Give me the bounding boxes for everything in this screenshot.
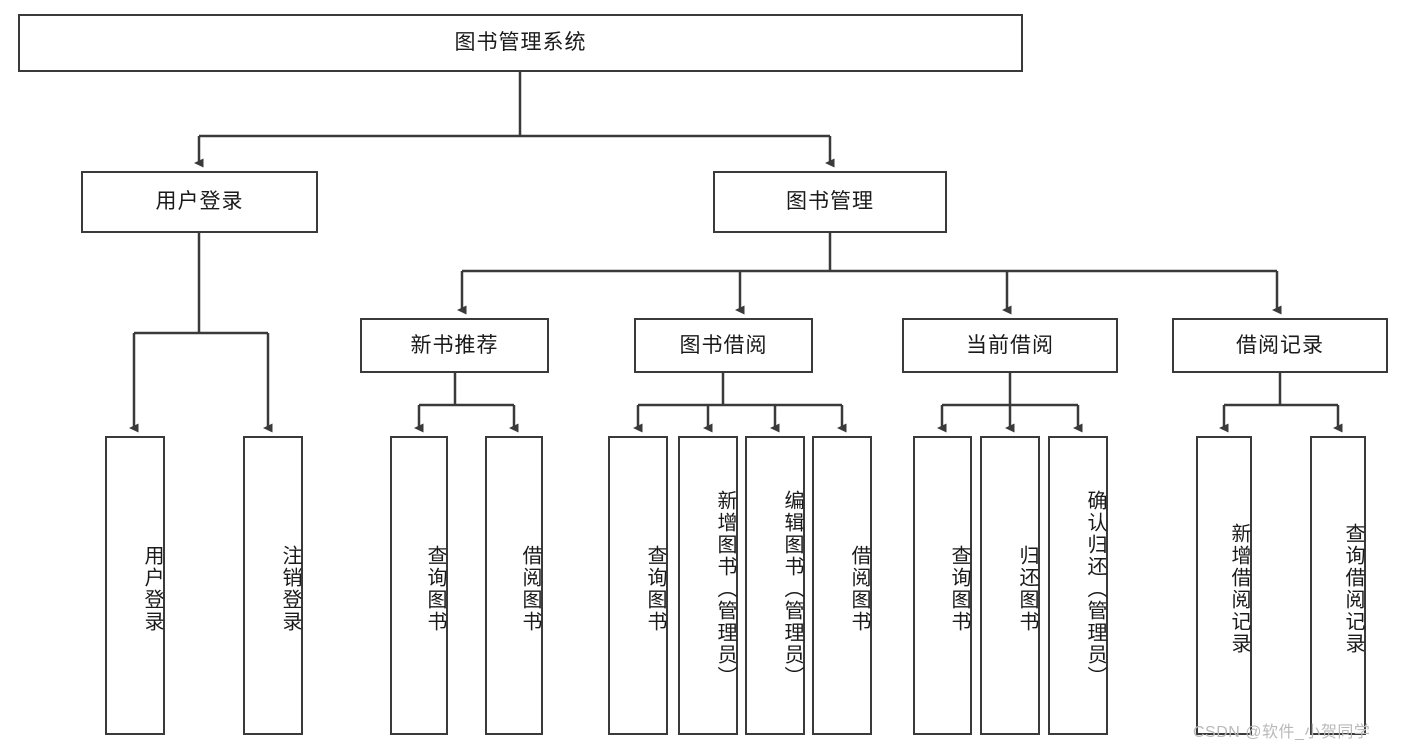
node-leaf[interactable]: 借阅图书 — [485, 436, 543, 735]
node-label: 查询图书 — [948, 544, 970, 633]
node-label: 注销登录 — [279, 544, 301, 633]
node-label: 查询图书 — [424, 544, 446, 633]
node-label: 借阅记录 — [1236, 333, 1324, 357]
node-label: 编辑图书（管理员） — [781, 489, 803, 688]
node-leaf[interactable]: 查询图书 — [390, 436, 448, 735]
node-label: 查询借阅记录 — [1342, 522, 1364, 655]
csdn-watermark: CSDN @软件_小贺同学 — [1193, 724, 1371, 741]
node-label: 用户登录 — [141, 544, 163, 633]
node-label: 用户登录 — [155, 190, 244, 214]
node-label: 图书借阅 — [679, 333, 768, 357]
node-leaf[interactable]: 新增图书（管理员） — [678, 436, 738, 735]
node-current-borrow[interactable]: 当前借阅 — [902, 318, 1118, 373]
node-label: 新增借阅记录 — [1228, 522, 1250, 655]
node-label: 当前借阅 — [966, 333, 1054, 357]
node-root-system[interactable]: 图书管理系统 — [18, 14, 1023, 72]
node-label: 新书推荐 — [410, 333, 499, 357]
node-borrow-record[interactable]: 借阅记录 — [1172, 318, 1388, 373]
node-label: 查询图书 — [644, 544, 666, 633]
node-leaf[interactable]: 查询借阅记录 — [1310, 436, 1366, 735]
node-label: 借阅图书 — [519, 544, 541, 633]
node-leaf[interactable]: 用户登录 — [105, 436, 165, 735]
node-leaf[interactable]: 确认归还（管理员） — [1048, 436, 1108, 735]
node-leaf[interactable]: 新增借阅记录 — [1196, 436, 1252, 735]
node-label: 确认归还（管理员） — [1084, 489, 1106, 688]
node-leaf[interactable]: 查询图书 — [913, 436, 972, 735]
node-new-book-recommend[interactable]: 新书推荐 — [360, 318, 549, 373]
node-label: 归还图书 — [1016, 544, 1038, 633]
node-leaf[interactable]: 查询图书 — [608, 436, 668, 735]
node-label: 图书管理 — [786, 190, 874, 214]
node-book-management[interactable]: 图书管理 — [713, 171, 947, 233]
node-label: 借阅图书 — [848, 544, 870, 633]
node-leaf[interactable]: 借阅图书 — [812, 436, 872, 735]
node-book-borrow[interactable]: 图书借阅 — [634, 318, 813, 373]
node-leaf[interactable]: 注销登录 — [243, 436, 303, 735]
node-leaf[interactable]: 编辑图书（管理员） — [745, 436, 805, 735]
node-label: 新增图书（管理员） — [714, 489, 736, 688]
node-user-login[interactable]: 用户登录 — [81, 171, 318, 233]
node-leaf[interactable]: 归还图书 — [980, 436, 1040, 735]
node-label: 图书管理系统 — [454, 31, 587, 55]
